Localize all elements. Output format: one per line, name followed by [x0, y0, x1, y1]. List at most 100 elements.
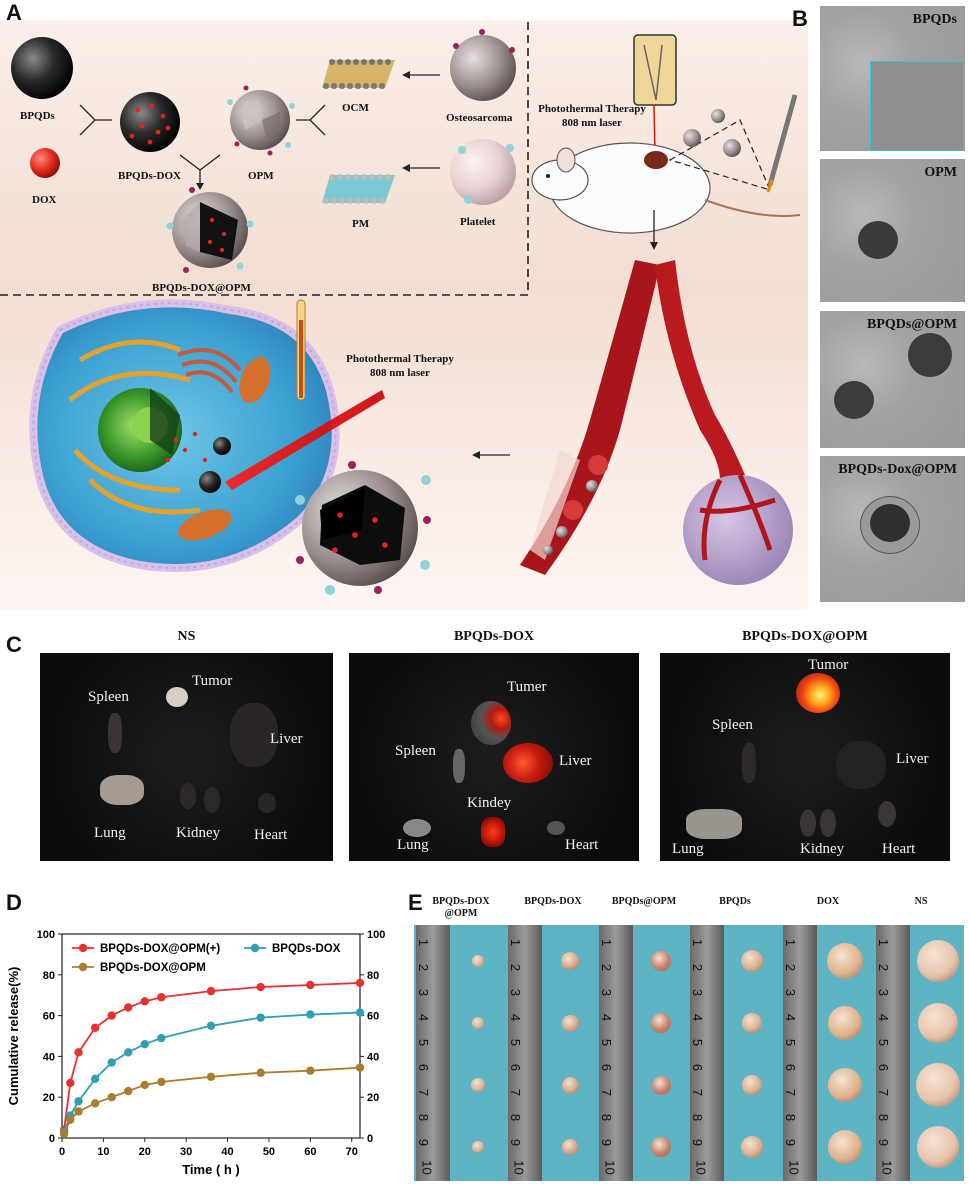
ruler-mark: 7 — [783, 1088, 799, 1097]
ruler-mark: 2 — [783, 963, 799, 972]
series-point-0 — [256, 982, 265, 992]
series-point-1 — [206, 1021, 216, 1030]
ruler-mark: 7 — [416, 1088, 432, 1097]
tem-label-bpqds: BPQDs — [912, 12, 957, 27]
tumor-specimen — [651, 1075, 671, 1095]
legend-label-0: BPQDs-DOX@OPM(+) — [100, 943, 220, 955]
organ-kidney — [180, 783, 196, 809]
ruler-mark: 1 — [508, 938, 524, 947]
chart-frame — [61, 933, 361, 1139]
tumor-specimen — [651, 1013, 671, 1033]
tem-particle — [908, 333, 952, 377]
tumor-specimen — [828, 1006, 862, 1040]
x-tick-label: 10 — [97, 1146, 109, 1158]
ruler-mark: 8 — [599, 1113, 615, 1122]
series-point-0 — [90, 1023, 100, 1033]
x-tick-label: 20 — [139, 1146, 151, 1158]
y-tick-label: 40 — [43, 1051, 55, 1063]
tem-label-bpqds-opm: BPQDs@OPM — [866, 317, 957, 332]
ruler-mark: 10 — [693, 1160, 709, 1175]
organ-label-liver: Liver — [896, 751, 929, 767]
series-point-2 — [355, 1063, 365, 1072]
organ-lung — [100, 775, 144, 805]
label-bpqds: BPQDs — [20, 110, 55, 122]
panel-a-illustration — [0, 20, 801, 595]
organ-spleen — [453, 749, 465, 783]
ruler-mark: 9 — [783, 1138, 799, 1147]
ruler-mark: 3 — [876, 988, 892, 997]
ruler-mark: 6 — [508, 1063, 524, 1072]
chart-y-axis-label: Cumulative release(%) — [6, 967, 21, 1106]
ruler-mark: 4 — [690, 1013, 706, 1022]
organ-liver — [230, 703, 278, 767]
series-point-2 — [157, 1077, 166, 1087]
organ-label-kidney: Kindey — [467, 795, 512, 811]
ruler-mark: 2 — [690, 963, 706, 972]
organ-tumor — [796, 673, 840, 713]
tumor-group-title: BPQDs@OPM — [611, 896, 677, 907]
tumor-specimen — [651, 1137, 671, 1157]
series-point-2 — [74, 1107, 83, 1116]
ruler-mark: 8 — [783, 1113, 799, 1122]
ruler-mark: 8 — [690, 1113, 706, 1122]
tumor-specimen — [561, 952, 579, 970]
organ-tumor — [471, 701, 511, 745]
series-point-1 — [140, 1039, 149, 1049]
tumor-group-title: BPQDs-DOX @OPM — [432, 896, 490, 919]
ruler-mark: 3 — [599, 988, 615, 997]
right-y-tick-label: 60 — [367, 1011, 379, 1023]
ruler-mark: 10 — [602, 1160, 618, 1175]
organ-heart — [258, 793, 276, 813]
ruler-mark: 7 — [876, 1088, 892, 1097]
right-y-tick-label: 40 — [367, 1051, 379, 1063]
ruler-mark: 6 — [599, 1063, 615, 1072]
y-tick-label: 100 — [37, 929, 55, 941]
ruler-mark: 10 — [879, 1160, 895, 1175]
ruler-mark: 6 — [690, 1063, 706, 1072]
tumor-group-title: BPQDs-DOX — [524, 896, 582, 907]
label-osteosarcoma: Osteosarcoma — [446, 112, 513, 124]
series-line-1 — [63, 1011, 361, 1133]
series-line-0 — [63, 982, 361, 1130]
organ-heart — [878, 801, 896, 827]
x-tick-label: 60 — [304, 1146, 316, 1158]
organ-heart — [547, 821, 565, 835]
organ-label-spleen: Spleen — [88, 689, 129, 705]
series-point-1 — [74, 1097, 83, 1106]
tem-image-bpqds: BPQDs — [820, 6, 965, 151]
panel-a-schematic: BPQDs DOX BPQDs-DOX OPM OCM PM Osteosarc… — [0, 20, 808, 610]
label-pm: PM — [352, 218, 370, 230]
tem-particle — [858, 221, 898, 259]
tumor-specimen — [917, 940, 959, 982]
series-point-2 — [124, 1086, 133, 1096]
panel-letter-c: C — [6, 632, 22, 657]
legend-label-1: BPQDs-DOX — [272, 943, 341, 955]
series-point-0 — [355, 978, 365, 988]
series-point-1 — [256, 1013, 265, 1022]
series-point-1 — [107, 1058, 116, 1067]
tumor-specimen — [472, 955, 484, 967]
organ-spleen — [108, 713, 122, 753]
legend-marker-2 — [78, 962, 88, 972]
tumor-specimen — [828, 1068, 862, 1102]
ruler-mark: 6 — [783, 1063, 799, 1072]
right-y-tick-label: 80 — [367, 970, 379, 982]
organ-label-liver: Liver — [270, 731, 303, 747]
ruler-mark: 4 — [876, 1013, 892, 1022]
label-ptt-mid: Photothermal Therapy 808 nm laser — [340, 352, 460, 380]
organ-liver — [503, 743, 553, 783]
ruler-mark: 9 — [690, 1138, 706, 1147]
tumor-specimen — [472, 1017, 484, 1029]
tem-image-bpqds-opm: BPQDs@OPM — [820, 311, 965, 448]
legend-marker-1 — [250, 943, 260, 953]
organ-label-lung: Lung — [397, 837, 429, 853]
organ-kidney — [800, 809, 816, 837]
tumor-specimen — [742, 1013, 762, 1033]
y-tick-label: 60 — [43, 1011, 55, 1023]
series-point-2 — [206, 1072, 216, 1081]
organ-kidney — [204, 787, 220, 813]
